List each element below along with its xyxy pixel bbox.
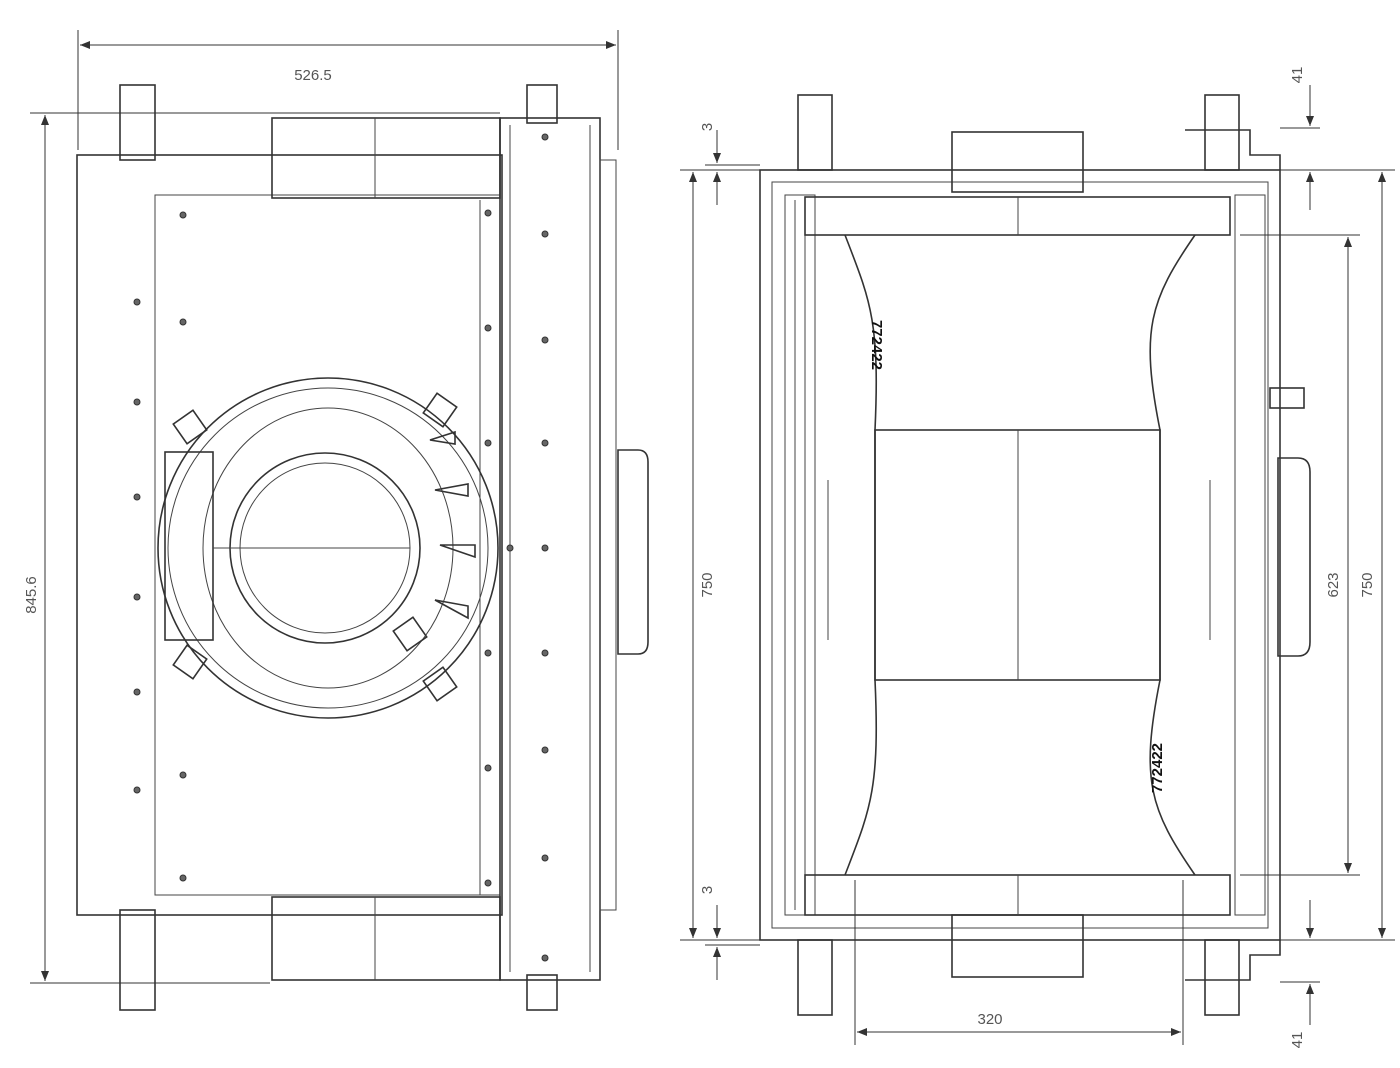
rear-rail: [599, 159, 617, 911]
flange-tabs: [172, 392, 458, 702]
top-box: [271, 117, 501, 199]
section-bracket-top-left: [797, 94, 833, 171]
part-code-lower: 772422: [1149, 743, 1166, 793]
filter-frame: [784, 194, 816, 916]
top-gap-dimension-label: 3: [699, 123, 716, 131]
bolts: [133, 133, 549, 962]
left-height-dimension-label: 750: [699, 572, 716, 597]
inlet-collar: [164, 451, 214, 641]
flange-outer-ring: [157, 377, 499, 719]
inner-height-dimension-label: 623: [1325, 572, 1342, 597]
bottom-width-dimension-label: 320: [977, 1011, 1002, 1028]
part-code-upper: 772422: [868, 320, 885, 370]
side-panel: [499, 117, 601, 981]
right-height-dimension-label: 750: [1359, 572, 1376, 597]
top-offset-dimension-label: 41: [1289, 67, 1306, 84]
section-bracket-bottom-right: [1204, 939, 1240, 1016]
section-outer-frame: [759, 169, 1281, 941]
section-bracket-top-right: [1204, 94, 1240, 171]
handle: [617, 449, 649, 655]
vanes: [429, 430, 476, 620]
top-spigot: [951, 131, 1084, 193]
front-view: 526.5 845.6: [23, 30, 649, 1011]
bracket-bottom-left: [119, 909, 156, 1011]
bottom-offset-dimension-label: 41: [1289, 1032, 1306, 1049]
section-handle: [1277, 457, 1311, 657]
bracket-bottom-right: [526, 974, 558, 1011]
bottom-spigot: [951, 914, 1084, 978]
bottom-gap-dimension-label: 3: [699, 886, 716, 894]
section-bracket-bottom-left: [797, 939, 833, 1016]
front-body-outline: [76, 154, 503, 916]
height-dimension-label: 845.6: [23, 576, 40, 614]
bracket-top-right: [526, 84, 558, 124]
section-view: 772422 772422 750 3 3 320 41 41 623: [680, 67, 1395, 1049]
bottom-box: [271, 896, 501, 981]
bracket-top-left: [119, 84, 156, 161]
width-dimension-label: 526.5: [294, 67, 332, 84]
latch: [1269, 387, 1305, 409]
